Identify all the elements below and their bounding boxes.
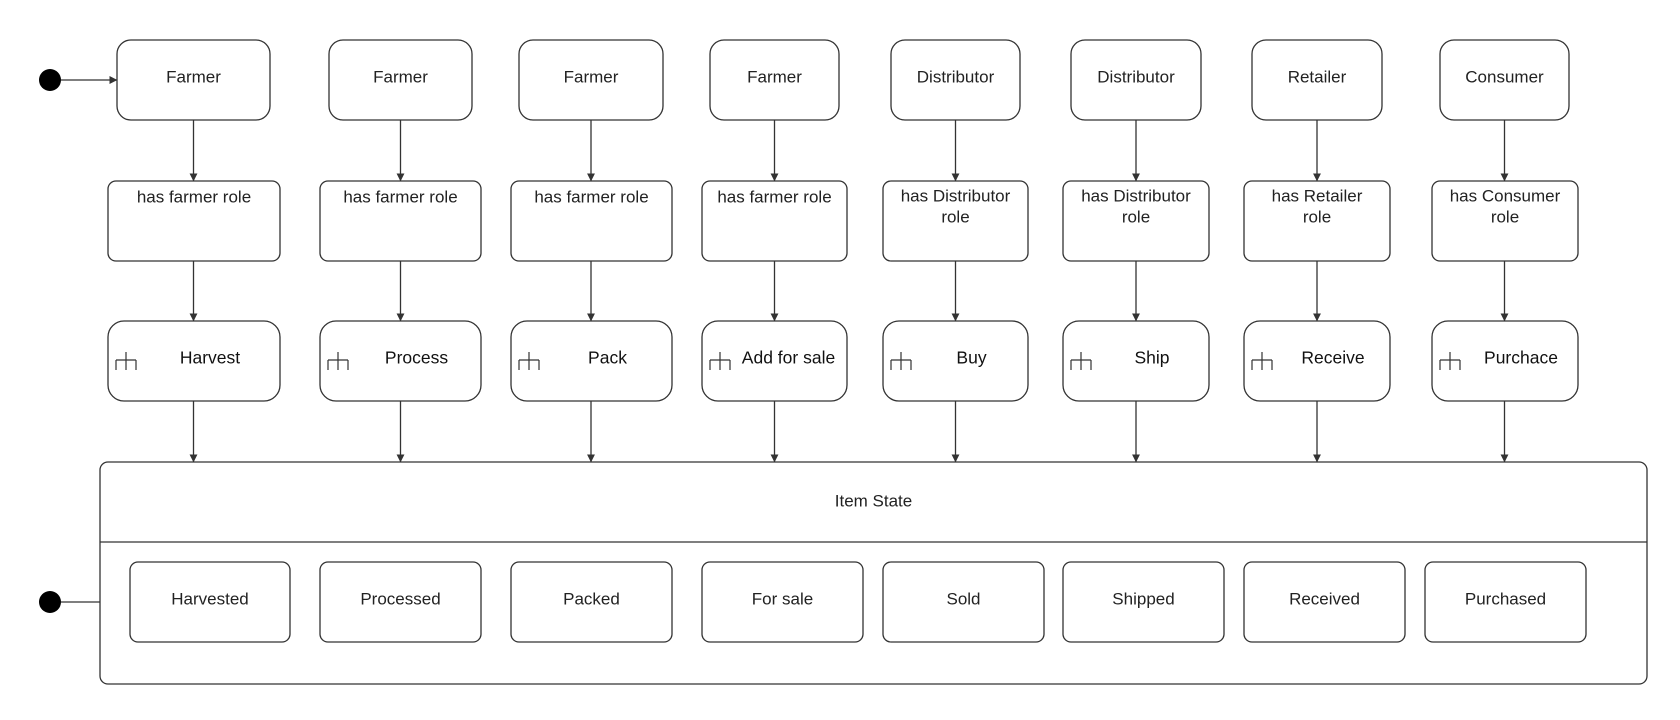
role-box[interactable] xyxy=(701,180,848,262)
actor-label: Distributor xyxy=(917,67,995,86)
action-box[interactable] xyxy=(701,320,848,402)
actor-box[interactable] xyxy=(1070,39,1202,121)
action-box[interactable] xyxy=(107,320,281,402)
role-label: has farmer role xyxy=(717,187,831,206)
action-label: Buy xyxy=(956,348,986,368)
state-box[interactable] xyxy=(1243,561,1406,643)
fork-icon xyxy=(327,352,349,370)
state-label: For sale xyxy=(752,589,813,608)
role-label-line-1: has Consumer xyxy=(1450,186,1561,205)
state-label: Sold xyxy=(946,589,980,608)
state-box[interactable] xyxy=(319,561,482,643)
role-label-line-1: has Retailer xyxy=(1272,186,1363,205)
fork-icon xyxy=(1439,352,1461,370)
action-box[interactable] xyxy=(1243,320,1391,402)
state-box[interactable] xyxy=(882,561,1045,643)
actor-label: Farmer xyxy=(564,67,619,86)
action-label: Ship xyxy=(1134,348,1169,368)
action-label: Purchace xyxy=(1484,348,1558,368)
role-label-line-1: has Distributor xyxy=(1081,186,1191,205)
action-label: Pack xyxy=(588,348,627,368)
item-state-title: Item State xyxy=(835,491,912,510)
actor-box[interactable] xyxy=(116,39,271,121)
action-box[interactable] xyxy=(1062,320,1210,402)
action-box[interactable] xyxy=(1431,320,1579,402)
actor-box[interactable] xyxy=(890,39,1021,121)
state-label: Harvested xyxy=(171,589,248,608)
state-label: Purchased xyxy=(1465,589,1546,608)
actor-box[interactable] xyxy=(518,39,664,121)
initial-node-icon xyxy=(39,69,61,91)
role-label: has farmer role xyxy=(137,187,251,206)
fork-icon xyxy=(518,352,540,370)
fork-icon xyxy=(709,352,731,370)
fork-icon xyxy=(1251,352,1273,370)
role-box[interactable] xyxy=(510,180,673,262)
role-label-line-1: has Distributor xyxy=(901,186,1011,205)
role-label-line-2: role xyxy=(1122,207,1150,226)
actor-box[interactable] xyxy=(328,39,473,121)
role-box[interactable] xyxy=(1431,180,1579,262)
role-label-line-2: role xyxy=(1303,207,1331,226)
role-box[interactable] xyxy=(107,180,281,262)
actor-label: Distributor xyxy=(1097,67,1175,86)
state-label: Packed xyxy=(563,589,620,608)
state-label: Processed xyxy=(360,589,440,608)
role-label: has farmer role xyxy=(534,187,648,206)
state-label: Shipped xyxy=(1112,589,1174,608)
role-label-line-2: role xyxy=(1491,207,1519,226)
role-box[interactable] xyxy=(882,180,1029,262)
action-label: Harvest xyxy=(180,348,240,368)
action-box[interactable] xyxy=(882,320,1029,402)
state-box[interactable] xyxy=(510,561,673,643)
action-label: Receive xyxy=(1301,348,1364,368)
fork-icon xyxy=(890,352,912,370)
actor-label: Farmer xyxy=(747,67,802,86)
action-label: Add for sale xyxy=(742,348,835,368)
fork-icon xyxy=(1070,352,1092,370)
actor-label: Farmer xyxy=(373,67,428,86)
fork-icon xyxy=(115,352,137,370)
role-label-line-2: role xyxy=(941,207,969,226)
action-box[interactable] xyxy=(319,320,482,402)
state-box[interactable] xyxy=(701,561,864,643)
actor-label: Consumer xyxy=(1465,67,1544,86)
role-box[interactable] xyxy=(1243,180,1391,262)
role-box[interactable] xyxy=(1062,180,1210,262)
state-box[interactable] xyxy=(129,561,291,643)
action-label: Process xyxy=(385,348,448,368)
action-box[interactable] xyxy=(510,320,673,402)
actor-label: Farmer xyxy=(166,67,221,86)
actor-box[interactable] xyxy=(709,39,840,121)
state-label: Received xyxy=(1289,589,1360,608)
state-box[interactable] xyxy=(1062,561,1225,643)
role-label: has farmer role xyxy=(343,187,457,206)
actor-label: Retailer xyxy=(1288,67,1347,86)
actor-box[interactable] xyxy=(1251,39,1383,121)
role-box[interactable] xyxy=(319,180,482,262)
initial-node-icon xyxy=(39,591,61,613)
state-box[interactable] xyxy=(1424,561,1587,643)
actor-box[interactable] xyxy=(1439,39,1570,121)
